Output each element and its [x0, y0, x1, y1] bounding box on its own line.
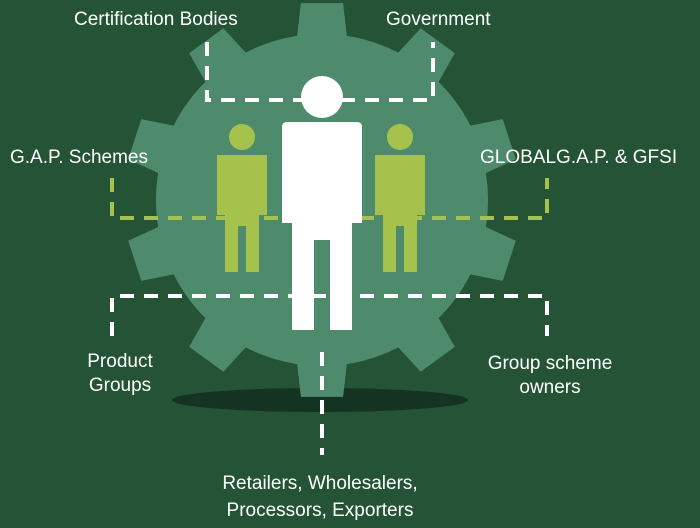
label-certification-bodies: Certification Bodies — [74, 9, 238, 30]
label-group-scheme-owners: Group scheme owners — [470, 352, 630, 400]
person-center-body — [282, 122, 362, 330]
label-product-groups-line-2: Groups — [88, 375, 152, 396]
person-right-head — [387, 124, 413, 150]
person-center — [282, 76, 362, 330]
person-left-head — [229, 124, 255, 150]
label-product-groups-line-1: Product — [87, 351, 153, 372]
label-retailers-line-2: Processors, Exporters — [226, 500, 414, 521]
label-globalgap-gfsi: GLOBALG.A.P. & GFSI — [480, 147, 678, 168]
person-right-body — [375, 155, 425, 272]
label-government: Government — [386, 9, 491, 30]
label-retailers: Retailers, Wholesalers, Processors, Expo… — [190, 470, 450, 524]
label-gap-schemes: G.A.P. Schemes — [10, 147, 148, 168]
label-retailers-line-1: Retailers, Wholesalers, — [222, 473, 418, 494]
person-center-head — [301, 76, 343, 118]
label-product-groups: Product Groups — [70, 350, 170, 398]
person-left-body — [217, 155, 267, 272]
label-group-scheme-owners-line-1: Group scheme — [487, 353, 613, 374]
person-left — [217, 124, 267, 272]
label-group-scheme-owners-line-2: owners — [519, 377, 581, 398]
person-right — [375, 124, 425, 272]
